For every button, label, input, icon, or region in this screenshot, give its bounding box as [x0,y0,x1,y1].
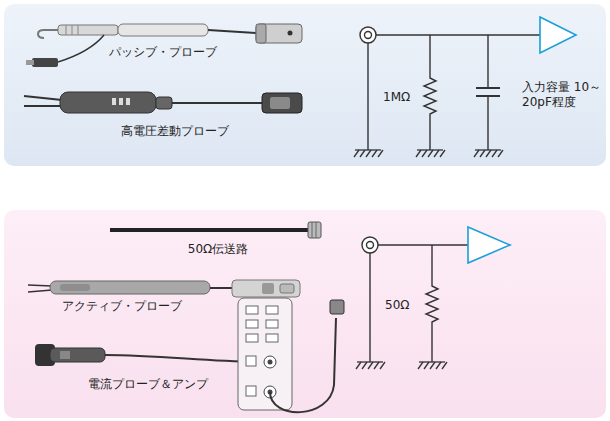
input-50-schematic [362,227,510,362]
passive-probe [26,24,302,67]
coax-cable [110,222,321,238]
resistor-value: 1MΩ [383,90,410,105]
bottom-panel [4,210,606,418]
differential-probe [24,92,302,113]
cable-caption: 50Ω伝送路 [188,242,248,257]
active-probe [28,280,300,297]
resistor-value: 50Ω [385,298,409,313]
probe-caption: パッシブ・プローブ [109,45,217,60]
top-panel [4,4,606,166]
probe-caption: 電流プローブ＆アンプ [88,377,208,392]
probe-caption: 高電圧差動プローブ [121,124,229,139]
probe-caption: アクティブ・プローブ [62,299,182,314]
current-probe-amp [35,298,344,412]
capacitance-note: 入力容量 10～20pF程度 [522,80,606,110]
